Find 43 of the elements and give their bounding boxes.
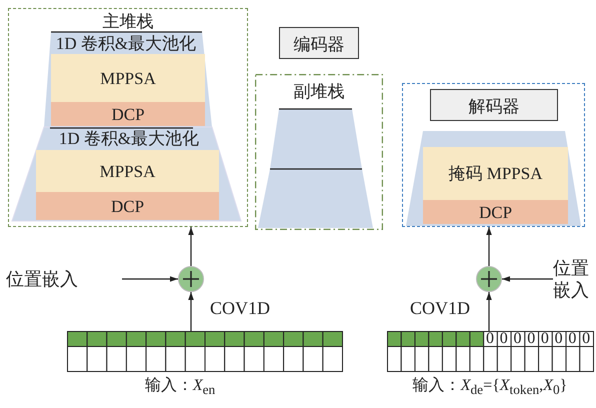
- cell-digit: 0: [512, 331, 522, 347]
- cell-digit: 0: [554, 331, 564, 347]
- title-box: [430, 89, 558, 121]
- block-text: 解码器: [468, 98, 520, 115]
- block-text: 1D 卷积&最大池化: [58, 130, 200, 147]
- block-text: DCP: [478, 204, 514, 221]
- block-text: MPPSA: [99, 70, 157, 87]
- stack-title: 副堆栈: [292, 83, 346, 100]
- input-caption: 输入：X$_{de}$={X$_{token}$,X$_{0}$}: [412, 378, 568, 397]
- layer-block: [423, 147, 568, 200]
- cell-digit: 0: [540, 331, 550, 347]
- arrow: [502, 276, 553, 282]
- cell-digit: 0: [484, 331, 495, 347]
- stack-title: 主堆栈: [102, 13, 154, 30]
- cell-digit: 0: [526, 331, 536, 347]
- layer-block: [51, 54, 205, 102]
- layer-block: [36, 150, 219, 192]
- stack-frame: [255, 74, 383, 230]
- block-text: DCP: [110, 106, 146, 123]
- layer-block: [36, 192, 219, 220]
- cell-digit: 0: [581, 331, 592, 347]
- input-caption: 输入：X$_{en}$: [144, 378, 216, 397]
- arrow: [188, 292, 194, 331]
- stack-frame: [8, 8, 248, 227]
- arrow: [188, 227, 194, 266]
- layer-block: [51, 102, 205, 126]
- title-box: [279, 27, 359, 59]
- cell-digit: 0: [567, 331, 578, 347]
- layer-block: [423, 200, 568, 224]
- dashed-frame: [402, 83, 585, 227]
- block-text: 掩码 MPPSA: [447, 165, 544, 182]
- cell-digit: 0: [498, 331, 509, 347]
- block-text: MPPSA: [98, 163, 156, 180]
- block-text: DCP: [110, 198, 146, 215]
- edge-label: COV1D: [210, 299, 270, 317]
- block-text: 编码器: [292, 36, 346, 53]
- arrow: [486, 292, 492, 331]
- block-text: 位置嵌入: [6, 270, 79, 288]
- block-text: 1D 卷积&最大池化: [54, 35, 198, 52]
- block-text: 位置嵌入: [553, 258, 590, 302]
- arrow: [122, 276, 178, 282]
- arrow: [486, 227, 492, 266]
- edge-label: COV1D: [410, 299, 470, 317]
